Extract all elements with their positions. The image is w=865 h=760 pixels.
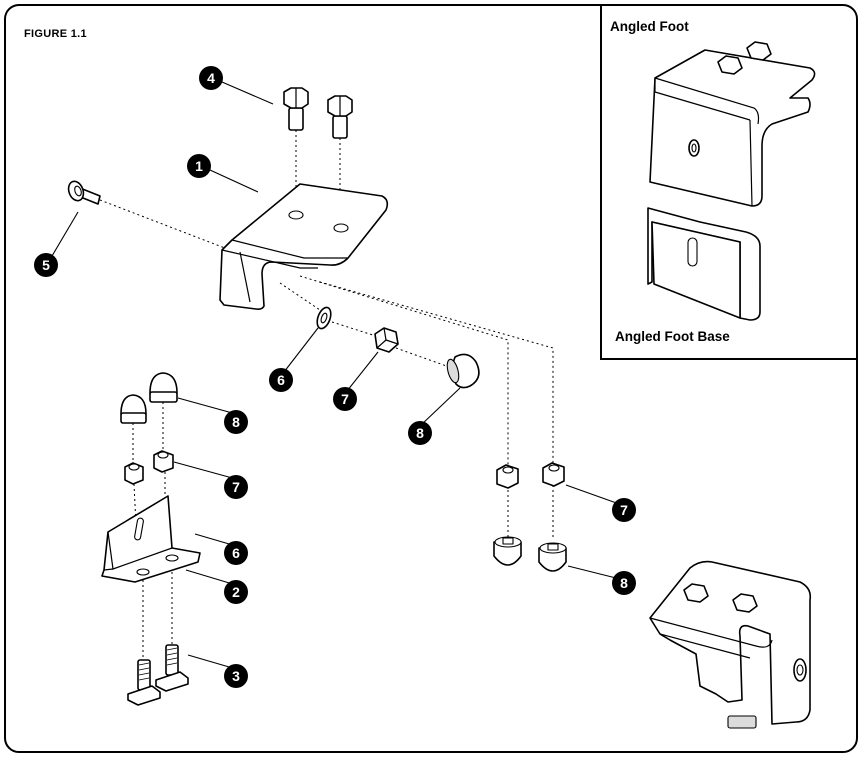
svg-text:7: 7: [620, 502, 628, 518]
svg-text:2: 2: [232, 584, 240, 600]
callout-8-left: 8: [224, 410, 248, 434]
svg-text:6: 6: [232, 545, 240, 561]
l-bracket: [101, 495, 201, 583]
svg-text:5: 5: [42, 257, 50, 273]
callout-3: 3: [224, 664, 248, 688]
callout-8-right: 8: [612, 571, 636, 595]
inset-label-angled-foot: Angled Foot: [610, 19, 689, 34]
svg-text:8: 8: [416, 425, 424, 441]
callout-7-left: 7: [224, 475, 248, 499]
rivet: [67, 180, 101, 205]
svg-text:6: 6: [277, 372, 285, 388]
acorn-cap-nut: [446, 353, 480, 389]
inset-angled-foot-base: [647, 207, 761, 321]
callout-4: 4: [199, 66, 223, 90]
svg-text:3: 3: [232, 668, 240, 684]
svg-text:8: 8: [232, 414, 240, 430]
figure-label: FIGURE 1.1: [24, 28, 87, 40]
callout-5: 5: [34, 253, 58, 277]
callout-1: 1: [187, 154, 211, 178]
acorn-cap-nut-pair-right: [493, 536, 567, 572]
callout-7-upper: 7: [333, 387, 357, 411]
callout-8-upper: 8: [408, 421, 432, 445]
assembled-angled-foot: [649, 560, 812, 729]
t-bolt-pair: [127, 644, 189, 706]
outer-frame: [4, 4, 858, 753]
hex-nut-pair: [124, 450, 174, 485]
inset-frame: [600, 5, 857, 360]
inset-angled-foot: [649, 41, 816, 207]
callout-6-upper: 6: [269, 368, 293, 392]
hex-nut-pair-right: [496, 462, 565, 489]
svg-text:8: 8: [620, 575, 628, 591]
callout-6-left: 6: [224, 541, 248, 565]
svg-text:7: 7: [232, 479, 240, 495]
callout-2: 2: [224, 580, 248, 604]
svg-text:1: 1: [195, 158, 203, 174]
assembly-guide-lines: [99, 130, 554, 660]
hex-nut: [374, 327, 399, 353]
callout-7-right: 7: [612, 498, 636, 522]
angled-foot: [219, 183, 389, 310]
svg-text:4: 4: [207, 70, 215, 86]
washer: [316, 306, 332, 330]
callout-leader-lines: [51, 81, 625, 670]
inset-label-angled-foot-base: Angled Foot Base: [615, 329, 730, 344]
svg-text:7: 7: [341, 391, 349, 407]
hex-bolt-pair: [283, 87, 353, 139]
acorn-cap-nut-pair: [120, 372, 178, 424]
